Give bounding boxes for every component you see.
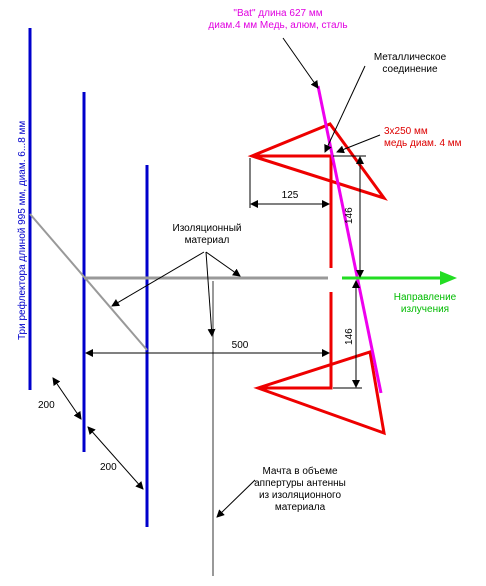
dim-200-right-label: 200: [100, 462, 117, 473]
insulation-label-line2: материал: [184, 235, 230, 246]
dim-200-left-label: 200: [38, 400, 55, 411]
direction-label: Направление излучения: [394, 292, 456, 316]
insulation-leader-3: [205, 251, 216, 337]
dim-146-top-label: 146: [344, 207, 355, 224]
triangle-leader: [336, 134, 381, 154]
insulation-label-line1: Изоляционный: [172, 223, 242, 234]
mast-label-line4: материала: [274, 502, 326, 513]
direction-label-line1: Направление: [393, 292, 457, 303]
bat-leader: [282, 37, 319, 89]
metal-joint-leader: [324, 65, 366, 153]
dim-500-label: 500: [231, 340, 249, 351]
triangle-label: 3x250 мм медь диам. 4 мм: [384, 126, 462, 150]
insulation-leader-1: [205, 251, 241, 277]
bat-element: [316, 85, 383, 394]
bat-label: "Bat" длина 627 мм диам.4 мм Медь, алюм,…: [208, 8, 347, 32]
metal-joint-label: Металлическое соединение: [374, 52, 446, 76]
dim-146-bottom-label: 146: [344, 328, 355, 345]
dim-200-right-line: [87, 426, 144, 490]
bat-label-line2: диам.4 мм Медь, алюм, сталь: [208, 20, 348, 31]
mast-leader: [216, 479, 256, 518]
metal-joint-line1: Металлическое: [373, 52, 447, 63]
mast-label-line1: Мачта в объеме: [262, 466, 338, 477]
bat-label-line1: "Bat" длина 627 мм: [233, 8, 323, 19]
bottom-feed: [258, 292, 333, 390]
metal-joint-line2: соединение: [382, 64, 438, 75]
mast-label-line3: из изоляционного: [258, 490, 342, 501]
mast-label-line2: аппертуры антенны: [254, 478, 346, 489]
insulation-leader-2: [111, 251, 205, 307]
triangle-label-line1: 3x250 мм: [384, 126, 428, 137]
dim-125-label: 125: [281, 190, 299, 201]
dim-200-left-line: [52, 377, 82, 420]
direction-arrowhead: [440, 271, 457, 285]
reflector-label: Три рефлектора длиной 995 мм, диам. 6...…: [17, 120, 28, 340]
insulation-label: Изоляционный материал: [173, 223, 242, 247]
direction-label-line2: излучения: [400, 304, 450, 315]
insulating-strut: [29, 213, 148, 351]
top-feed: [252, 154, 333, 268]
bottom-triangle: [253, 350, 386, 436]
mast-label: Мачта в объеме аппертуры антенны из изол…: [254, 466, 346, 514]
top-triangle: [247, 122, 388, 201]
triangle-label-line2: медь диам. 4 мм: [384, 138, 462, 149]
